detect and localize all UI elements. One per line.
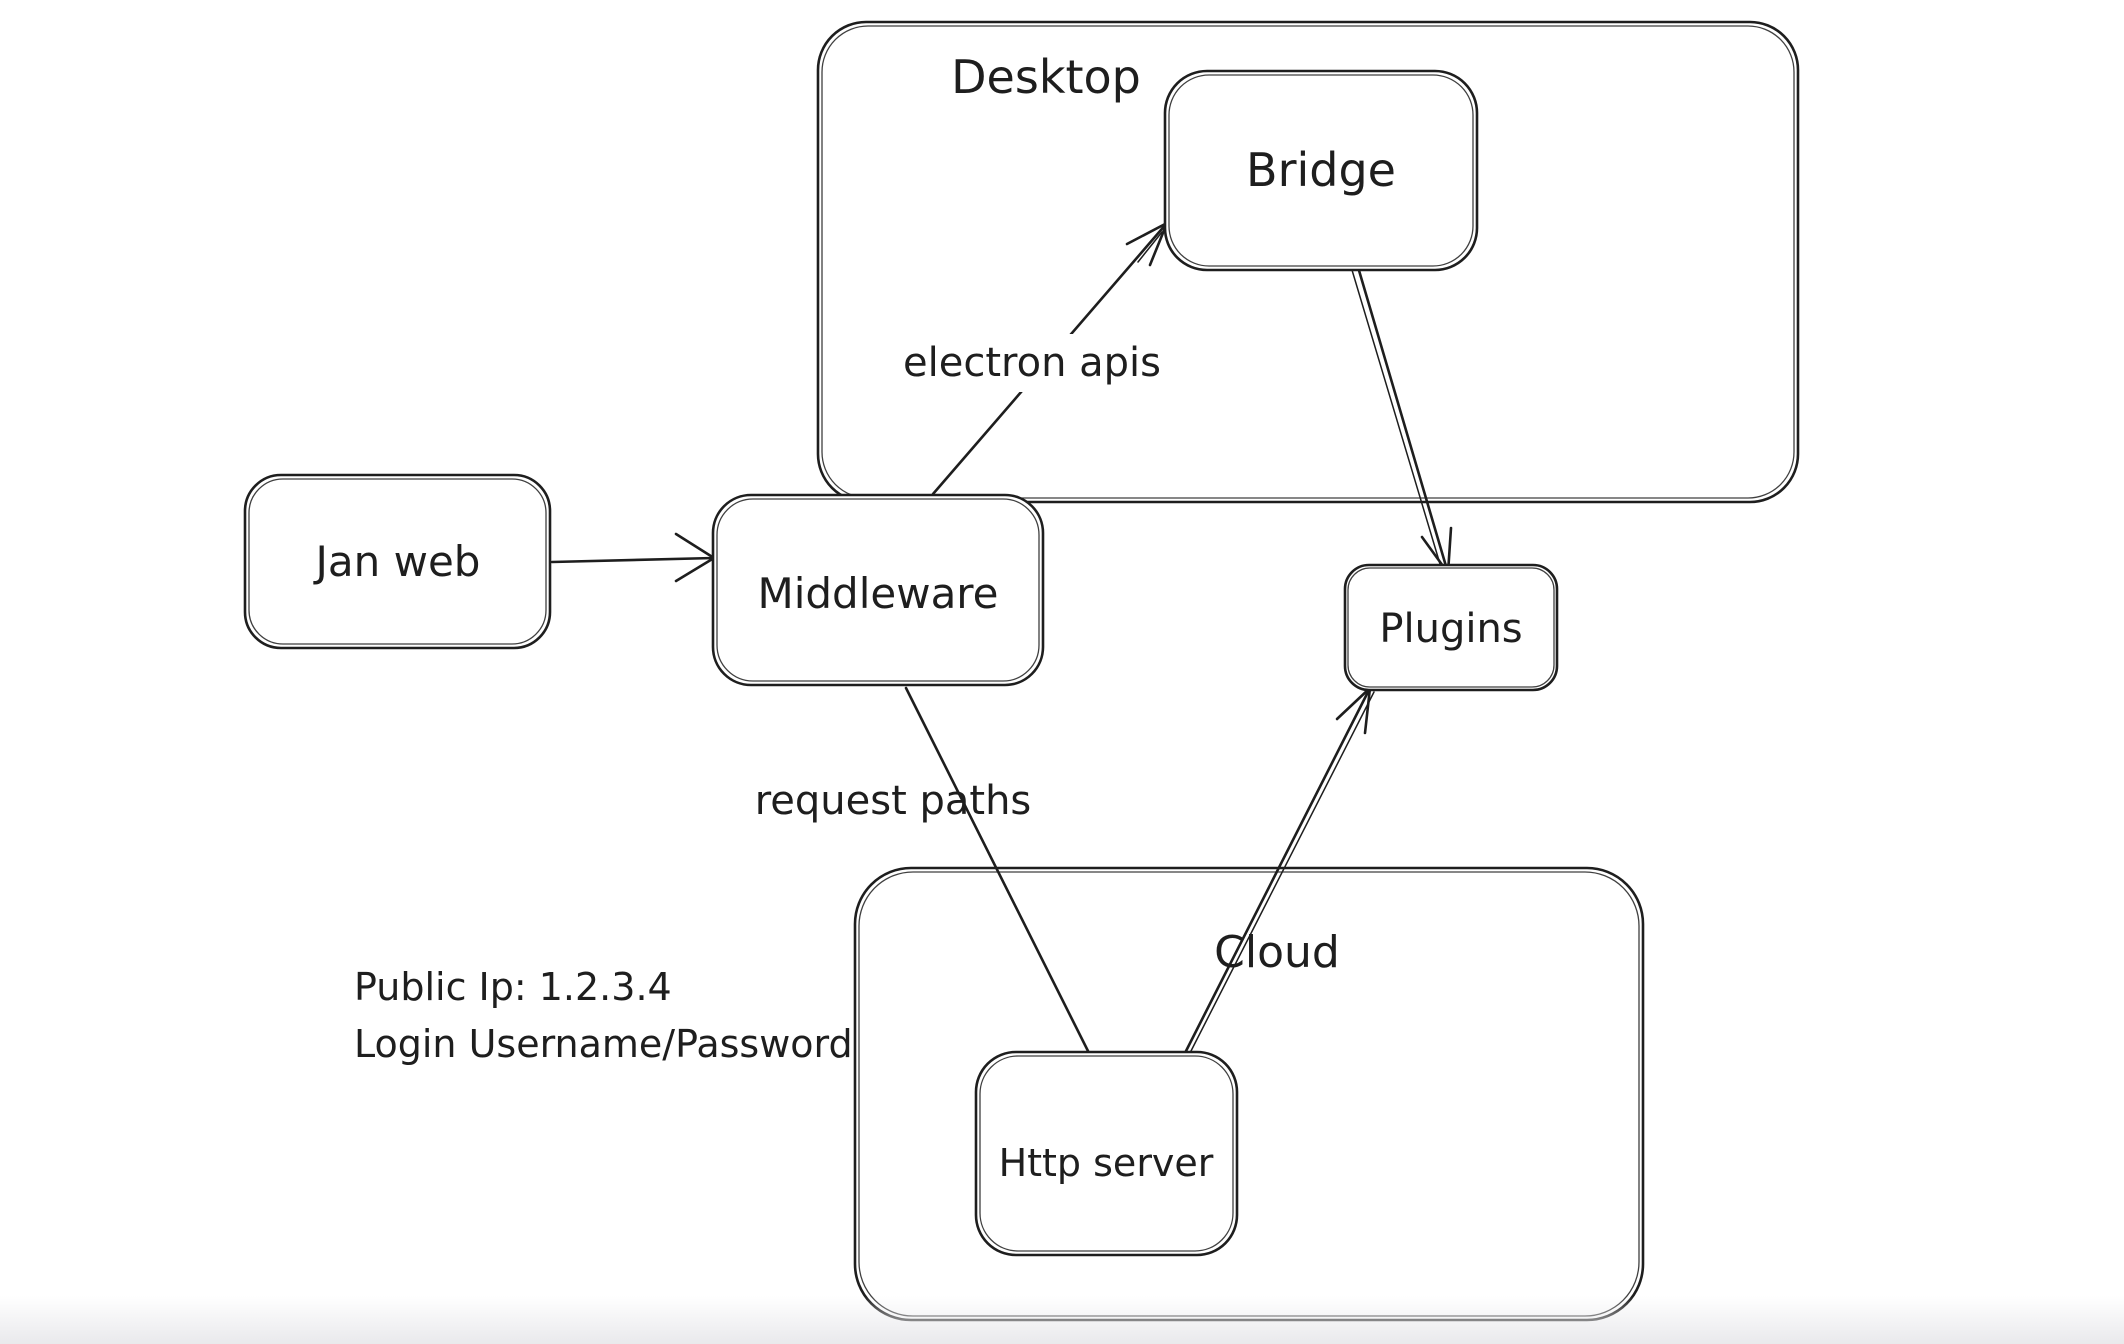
edge-bridge-to-plugins-line[interactable]: [1356, 265, 1450, 575]
edge-label-electron-apis-text[interactable]: electron apis: [903, 340, 1161, 386]
annotation-credentials[interactable]: Public Ip: 1.2.3.4 Login Username/Passwo…: [354, 965, 853, 1066]
plugins-box[interactable]: [1343, 563, 1559, 692]
desktop-box-sketch: [821, 25, 1795, 499]
annotation-login[interactable]: Login Username/Password: [354, 1022, 853, 1066]
http-server-box[interactable]: [974, 1050, 1239, 1257]
edge-bridge-to-plugins[interactable]: [1351, 265, 1453, 575]
plugins-box-sketch: [1347, 567, 1555, 688]
node-http-server[interactable]: Http server: [974, 1050, 1239, 1257]
edge-janweb-to-middleware[interactable]: [550, 532, 716, 583]
node-plugins[interactable]: Plugins: [1343, 563, 1559, 692]
edge-bridge-to-plugins-sketch: [1351, 269, 1444, 575]
bridge-box[interactable]: [1163, 69, 1479, 272]
edge-label-electron-apis[interactable]: electron apis: [868, 334, 1198, 392]
edge-janweb-to-middleware-line[interactable]: [550, 556, 716, 564]
http-server-box-sketch: [979, 1055, 1234, 1252]
edge-label-request-paths[interactable]: request paths: [755, 778, 1032, 824]
desktop-label[interactable]: Desktop: [951, 50, 1141, 104]
edge-httpserver-to-plugins-line[interactable]: [1183, 686, 1372, 1055]
container-desktop[interactable]: Desktop: [816, 20, 1800, 504]
edge-middleware-to-bridge-sketch: [1137, 231, 1163, 263]
middleware-box[interactable]: [711, 493, 1045, 687]
http-server-label[interactable]: Http server: [999, 1141, 1214, 1185]
jan-web-box-sketch: [248, 478, 547, 645]
node-bridge[interactable]: Bridge: [1163, 69, 1479, 272]
plugins-label[interactable]: Plugins: [1379, 606, 1522, 652]
edge-middleware-to-httpserver-line[interactable]: [904, 686, 1092, 1057]
node-jan-web[interactable]: Jan web: [243, 473, 552, 650]
edge-httpserver-to-plugins-sketch: [1190, 691, 1375, 1052]
annotation-public-ip[interactable]: Public Ip: 1.2.3.4: [354, 965, 672, 1009]
jan-web-label[interactable]: Jan web: [313, 537, 481, 586]
jan-web-box[interactable]: [243, 473, 552, 650]
edge-label-electron-apis-bg: [868, 334, 1198, 392]
edge-httpserver-to-plugins[interactable]: [1183, 686, 1375, 1055]
middleware-label[interactable]: Middleware: [757, 569, 998, 618]
bridge-label[interactable]: Bridge: [1246, 143, 1396, 197]
desktop-box[interactable]: [816, 20, 1800, 504]
edge-label-request-paths-text[interactable]: request paths: [755, 778, 1032, 824]
bridge-box-sketch: [1168, 74, 1474, 267]
cloud-label[interactable]: Cloud: [1214, 927, 1340, 978]
middleware-box-sketch: [716, 498, 1040, 682]
edge-middleware-to-httpserver[interactable]: [904, 686, 1092, 1057]
node-middleware[interactable]: Middleware: [711, 493, 1045, 687]
